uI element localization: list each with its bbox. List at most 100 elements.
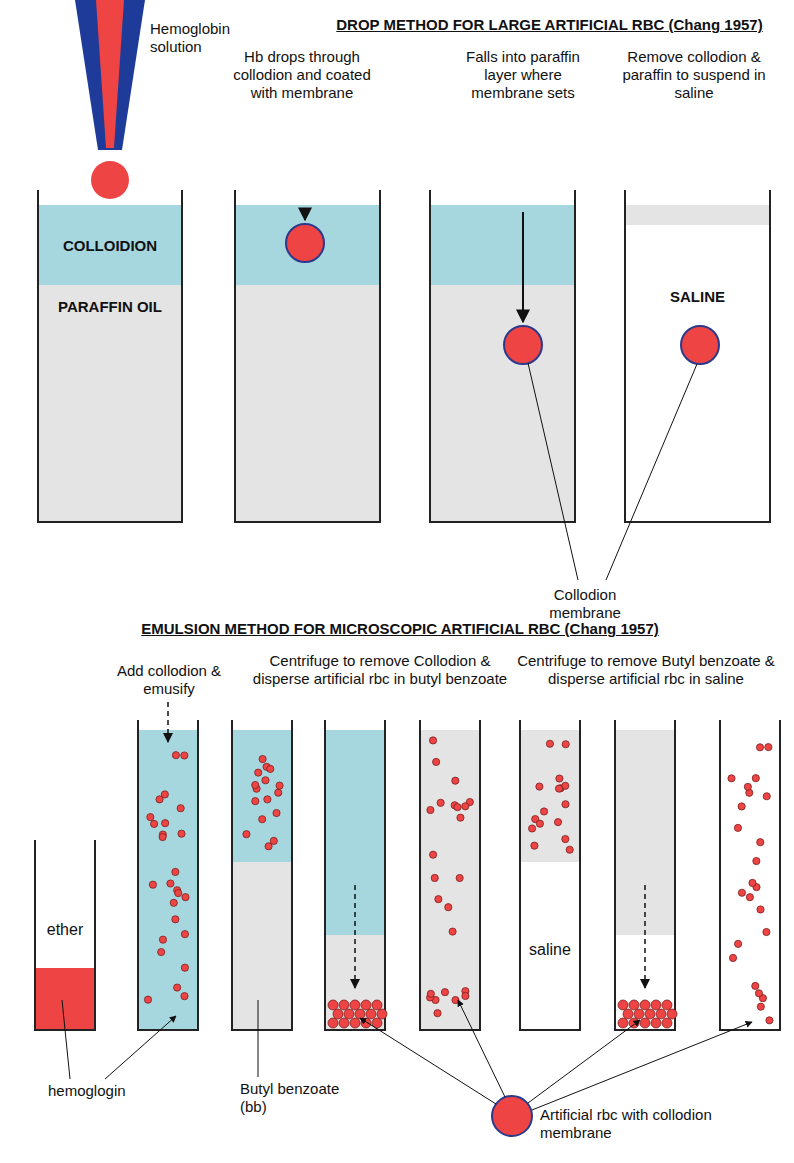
rbc-dot <box>255 769 262 776</box>
rbc-dot <box>536 783 543 790</box>
rbc-dot <box>528 825 535 832</box>
section-heading: DROP METHOD FOR LARGE ARTIFICIAL RBC (Ch… <box>312 16 787 34</box>
hb-drop <box>91 161 129 199</box>
rbc-dot <box>454 804 461 811</box>
rbc-dot <box>744 783 751 790</box>
rbc-dot <box>435 896 442 903</box>
hemoglobin-layer <box>35 968 95 1030</box>
collodion-layer <box>232 730 292 862</box>
layer-label: ether <box>47 920 83 939</box>
rbc-dot <box>562 741 569 748</box>
rbc-dot <box>328 1018 338 1028</box>
rbc-dot <box>651 1018 661 1028</box>
leader-line <box>258 1000 259 1077</box>
rbc-dot <box>441 989 448 996</box>
section-heading: EMULSION METHOD FOR MICROSCOPIC ARTIFICI… <box>30 620 770 638</box>
rbc-dot <box>756 744 763 751</box>
rbc-dot <box>355 1009 365 1019</box>
rbc-dot <box>662 1000 672 1010</box>
rbc-dot <box>738 889 745 896</box>
layer-label: hemoglogin <box>48 1082 148 1100</box>
rbc-dot <box>147 814 154 821</box>
rbc-dot <box>753 857 760 864</box>
layer-band: PARAFFIN OIL <box>38 285 182 521</box>
rbc-dot <box>765 744 772 751</box>
rbc-dot <box>738 803 745 810</box>
rbc-dot <box>172 868 179 875</box>
coated-drop <box>286 224 324 262</box>
rbc-dot <box>427 990 434 997</box>
test-tube <box>35 840 95 1030</box>
rbc-dot <box>270 837 277 844</box>
rbc-dot <box>752 775 759 782</box>
bb-layer <box>520 730 580 862</box>
layer-label: PARAFFIN OIL <box>58 297 162 316</box>
rbc-dot <box>729 954 736 961</box>
rbc-dot <box>556 775 563 782</box>
dashed-arrow <box>354 885 356 988</box>
rbc-dot <box>339 1000 349 1010</box>
rbc-dot <box>566 846 573 853</box>
rbc-dot <box>344 1009 354 1019</box>
test-tube <box>138 720 198 1030</box>
layer-band: SALINE <box>625 225 770 521</box>
rbc-dot <box>462 803 469 810</box>
rbc-dot <box>735 940 742 947</box>
rbc-dot <box>763 793 770 800</box>
test-tube <box>420 720 480 1030</box>
rbc-dot <box>651 1000 661 1010</box>
rbc-dot <box>181 752 188 759</box>
test-tube <box>232 720 292 1030</box>
artificial-rbc <box>504 326 542 364</box>
leader-line <box>528 363 578 580</box>
test-tube <box>720 720 780 1030</box>
paraffin-layer <box>235 285 380 521</box>
rbc-dot <box>531 842 538 849</box>
rbc-dot <box>159 833 166 840</box>
rbc-dot <box>728 775 735 782</box>
leader-arrow <box>532 1022 752 1110</box>
rbc-dot <box>555 785 562 792</box>
rbc-dot <box>429 737 436 744</box>
rbc-dot <box>182 894 189 901</box>
rbc-dot <box>662 1018 672 1028</box>
rbc-dot <box>181 993 188 1000</box>
leader-line <box>62 1000 70 1079</box>
rbc-dot <box>276 782 283 789</box>
rbc-dot <box>645 1009 655 1019</box>
rbc-dot <box>629 1000 639 1010</box>
rbc-dot <box>149 881 156 888</box>
layer-label: Butyl benzoate (bb) <box>240 1080 355 1116</box>
rbc-dot <box>161 791 168 798</box>
rbc-dot <box>546 740 553 747</box>
rbc-dot <box>434 1010 441 1017</box>
rbc-dot <box>159 936 166 943</box>
rbc-dot <box>623 1009 633 1019</box>
fall-arrow <box>522 212 524 322</box>
paraffin-layer <box>38 285 182 521</box>
rbc-dot <box>667 1009 677 1019</box>
rbc-dot <box>144 996 151 1003</box>
layer-label: saline <box>529 940 571 959</box>
rbc-dot <box>181 931 188 938</box>
rbc-dot <box>262 777 269 784</box>
step-note: Falls into paraffin layer where membrane… <box>448 48 598 102</box>
rbc-dot <box>252 798 259 805</box>
collodion-layer <box>430 205 575 285</box>
rbc-dot <box>178 830 185 837</box>
rbc-dot <box>259 755 266 762</box>
rbc-dot <box>640 1000 650 1010</box>
rbc-dot <box>350 1018 360 1028</box>
rbc-dot <box>328 1000 338 1010</box>
rbc-dot <box>449 928 456 935</box>
membrane-label: Collodion membrane <box>535 586 635 622</box>
step-note: Centrifuge to remove Collodion & dispers… <box>252 652 508 688</box>
layer-label: COLLOIDION <box>63 236 157 255</box>
rbc-dot <box>562 835 569 842</box>
rbc-dot <box>162 820 169 827</box>
beaker <box>625 190 770 522</box>
dashed-arrow <box>644 885 646 988</box>
leader-line <box>105 1016 176 1079</box>
